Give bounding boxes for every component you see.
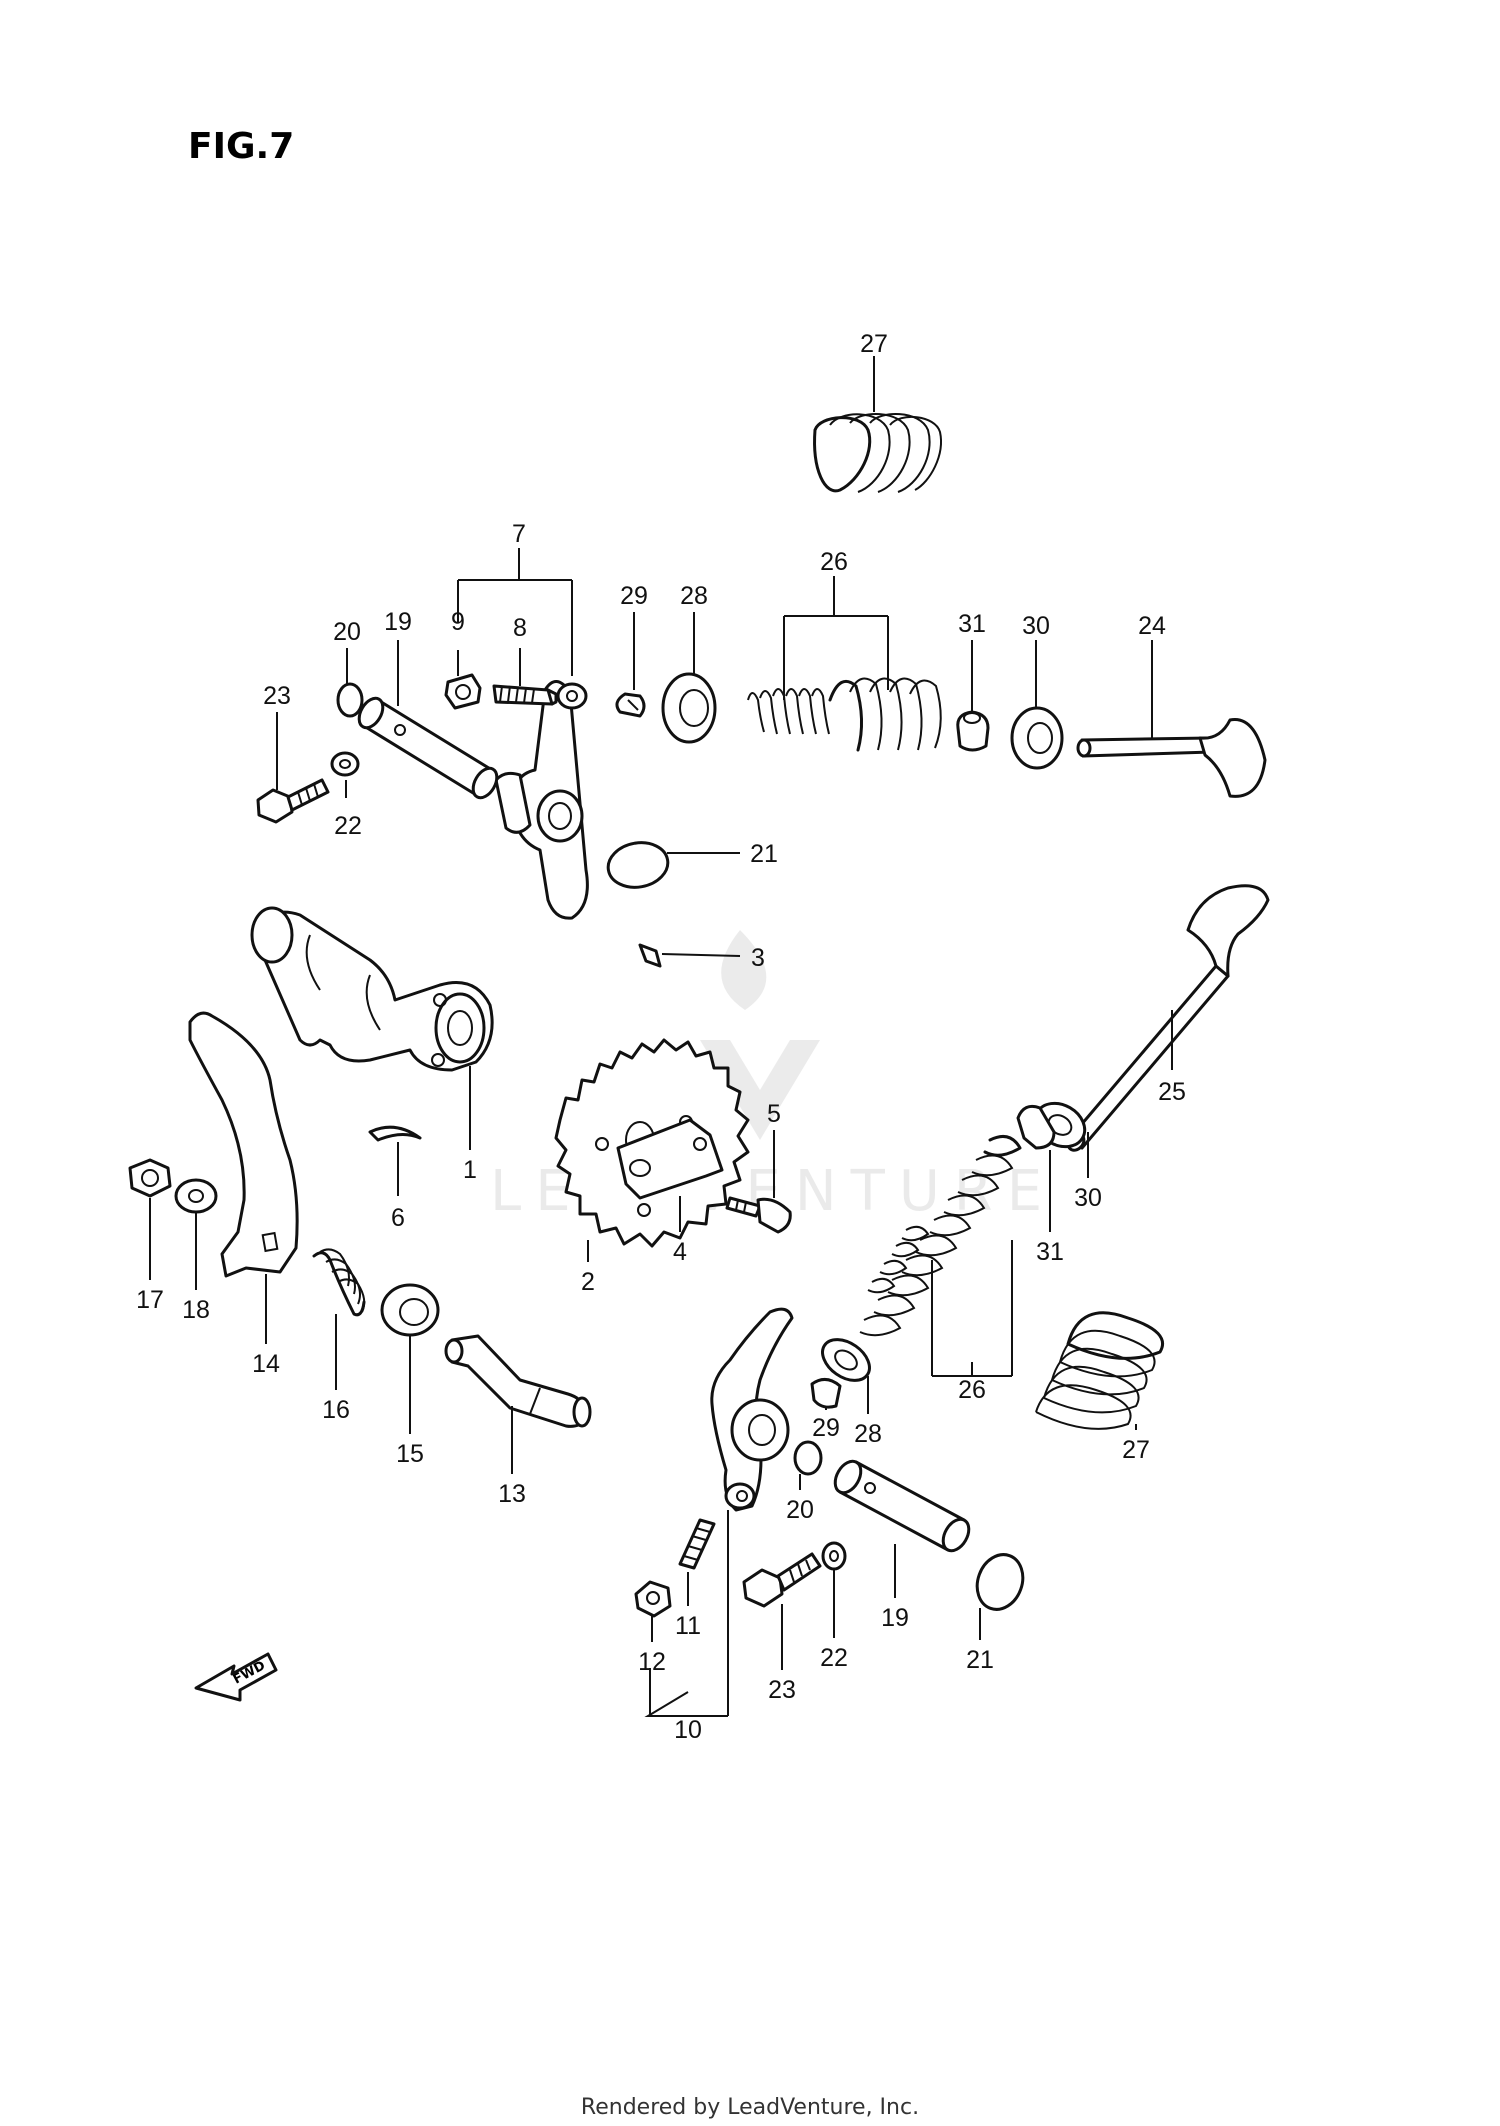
adjust-screw-top-drawing (492, 684, 558, 706)
callout-30-lower: 30 (1074, 1184, 1102, 1212)
valve-springs-lower-drawing (859, 1134, 1022, 1337)
valve-top-drawing (1076, 718, 1267, 798)
o-ring-top-drawing (336, 682, 364, 718)
leader-lines (149, 356, 1173, 1717)
washer-left-drawing (174, 1178, 218, 1214)
callout-8: 8 (513, 614, 527, 642)
callout-28-lower: 28 (854, 1420, 882, 1448)
bolt-top-drawing (256, 778, 330, 824)
callout-10: 10 (674, 1716, 702, 1744)
retainer-clip-drawing (368, 1125, 422, 1142)
callout-26-lower: 26 (958, 1376, 986, 1404)
callout-31-top: 31 (958, 610, 986, 638)
callout-21-top: 21 (750, 840, 778, 868)
callout-9: 9 (451, 608, 465, 636)
callout-20-top: 20 (333, 618, 361, 646)
bushing-drawing (380, 1283, 440, 1337)
callout-18: 18 (182, 1296, 210, 1324)
callout-28-top: 28 (680, 582, 708, 610)
valve-springs-top-drawing (747, 677, 942, 752)
callout-22-top: 22 (334, 812, 362, 840)
footer-credit: Rendered by LeadVenture, Inc. (581, 2095, 919, 2120)
fwd-arrow-icon: FWD (194, 1652, 278, 1702)
adjust-nut-top-drawing (444, 673, 482, 710)
valve-spring-outer-lower-drawing (1035, 1311, 1164, 1430)
callout-labels: 27 7 26 9 8 29 28 20 19 31 30 24 23 22 2… (136, 330, 1186, 1744)
dowel-pin-drawing (638, 943, 662, 968)
spring-seat-top-drawing (1010, 706, 1064, 770)
spring-retainer-top-drawing (661, 672, 717, 744)
callout-3: 3 (751, 944, 765, 972)
stem-seal-top-drawing (956, 710, 990, 752)
decomp-lever-drawing (188, 1011, 299, 1278)
rocker-arm-lower-drawing (710, 1307, 794, 1512)
callout-12: 12 (638, 1648, 666, 1676)
callout-29-top: 29 (620, 582, 648, 610)
callout-23-lower: 23 (768, 1676, 796, 1704)
callout-11: 11 (675, 1612, 701, 1640)
callout-23-top: 23 (263, 682, 291, 710)
torsion-spring-drawing (312, 1248, 366, 1317)
callout-14: 14 (252, 1350, 280, 1378)
callout-25: 25 (1158, 1078, 1186, 1106)
gasket-ring-top-drawing (606, 841, 670, 889)
adjust-nut-lower-drawing (634, 1580, 672, 1618)
callout-6: 6 (391, 1204, 405, 1232)
stem-seal-lower-drawing (1016, 1104, 1056, 1150)
valve-cotter-lower-drawing (810, 1378, 842, 1409)
callout-17: 17 (136, 1286, 164, 1314)
adjust-screw-lower-drawing (678, 1518, 716, 1570)
rocker-shaft-lower-drawing (833, 1459, 971, 1553)
bolt-lower-drawing (742, 1552, 822, 1608)
callout-21-lower: 21 (966, 1646, 994, 1674)
callout-29-lower: 29 (812, 1414, 840, 1442)
callout-31-lower: 31 (1036, 1238, 1064, 1266)
callout-19-lower: 19 (881, 1604, 909, 1632)
figure-title: FIG.7 (188, 126, 294, 167)
valve-cotter-top-drawing (615, 692, 646, 718)
camshaft-drawing (250, 906, 494, 1072)
callout-27-top: 27 (860, 330, 888, 358)
decomp-shaft-drawing (444, 1334, 592, 1428)
callout-13: 13 (498, 1480, 526, 1508)
sprocket-plate-drawing (616, 1118, 724, 1200)
callout-5: 5 (767, 1100, 781, 1128)
washer-top-drawing (330, 751, 360, 777)
callout-16: 16 (322, 1396, 350, 1424)
callout-27-lower: 27 (1122, 1436, 1150, 1464)
valve-lower-drawing (1066, 884, 1270, 1152)
callout-22-lower: 22 (820, 1644, 848, 1672)
callout-4: 4 (673, 1238, 687, 1266)
gasket-ring-lower-drawing (975, 1553, 1025, 1611)
callout-30-top: 30 (1022, 612, 1050, 640)
o-ring-lower-drawing (793, 1440, 823, 1476)
callout-15: 15 (396, 1440, 424, 1468)
callout-2: 2 (581, 1268, 595, 1296)
washer-lower-drawing (821, 1541, 847, 1571)
callout-24: 24 (1138, 612, 1166, 640)
callout-20-lower: 20 (786, 1496, 814, 1524)
rocker-arm-top-drawing (494, 680, 589, 920)
nut-left-drawing (128, 1158, 172, 1198)
callout-1: 1 (463, 1156, 477, 1184)
rocker-shaft-top-drawing (357, 696, 499, 800)
callout-26-top: 26 (820, 548, 848, 576)
spring-retainer-lower-drawing (821, 1338, 871, 1382)
valve-spring-outer-top-drawing (813, 412, 942, 493)
callout-19-top: 19 (384, 608, 412, 636)
callout-7: 7 (512, 520, 526, 548)
sprocket-bolt-drawing (725, 1196, 792, 1234)
